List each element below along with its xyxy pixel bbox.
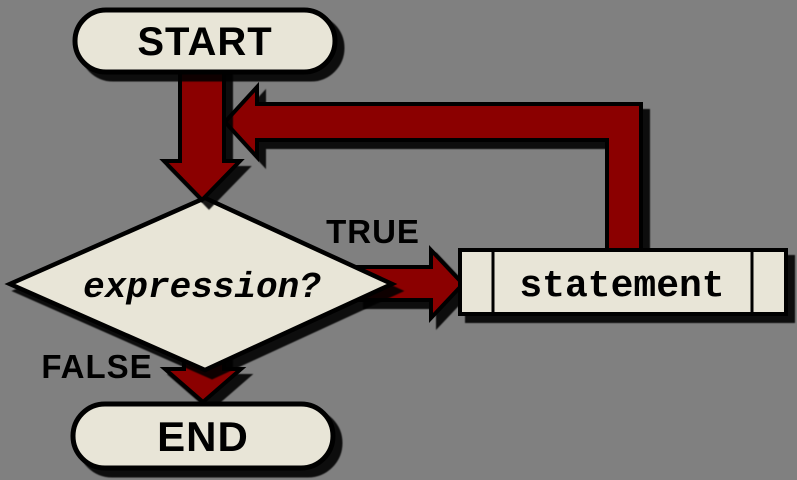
decision-node <box>4 195 398 373</box>
true-branch-label: TRUE <box>326 213 420 250</box>
false-branch-label: FALSE <box>41 348 152 385</box>
decision-label: expression? <box>83 267 321 308</box>
end-label: END <box>157 413 249 460</box>
end-node <box>70 401 336 471</box>
process-node <box>458 248 788 316</box>
loop-back-arrow <box>222 81 643 254</box>
start-label: START <box>137 20 272 64</box>
entry-arrow <box>159 66 245 203</box>
start-node <box>72 7 338 75</box>
true-branch-arrow <box>356 244 466 324</box>
process-label: statement <box>519 265 724 308</box>
